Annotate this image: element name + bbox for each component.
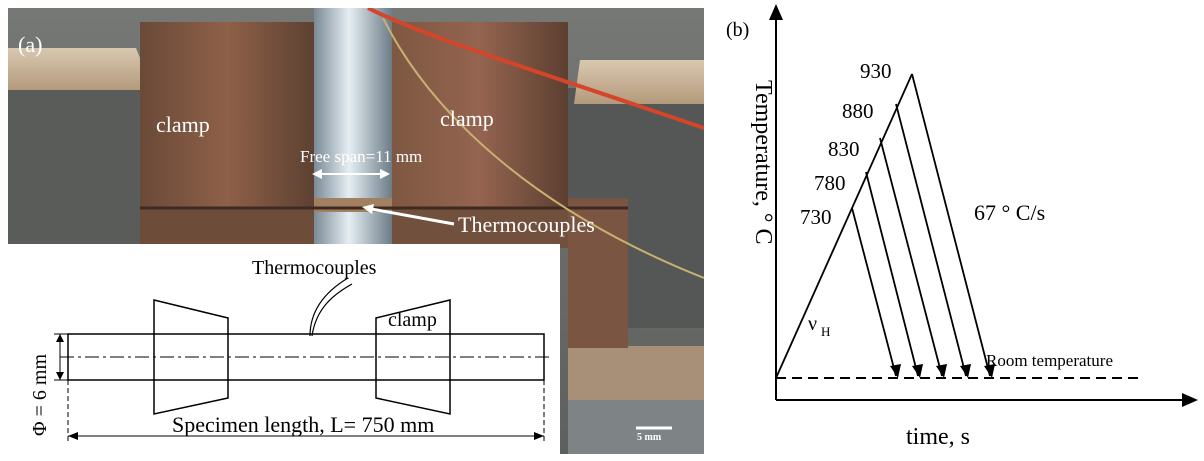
schematic-left-clamp bbox=[153, 299, 229, 415]
svg-text:5 mm: 5 mm bbox=[637, 432, 662, 443]
cooling-rate-label: 67 ° C/s bbox=[974, 200, 1045, 225]
length-dimension bbox=[67, 380, 545, 444]
cooling-line-780 bbox=[865, 171, 923, 378]
photo-thermocouples-label: Thermocouples bbox=[458, 212, 595, 237]
peak-label-730: 730 bbox=[800, 205, 832, 229]
bottom-right-plate bbox=[568, 346, 704, 400]
specimen-length-label: Specimen length, L= 750 mm bbox=[172, 412, 434, 437]
schematic-clamp-label: clamp bbox=[388, 309, 437, 331]
peak-label-830: 830 bbox=[828, 137, 860, 161]
cooling-line-830 bbox=[879, 137, 947, 378]
x-axis bbox=[776, 393, 1198, 407]
red-wire bbox=[367, 8, 704, 130]
schematic-thermocouples-label: Thermocouples bbox=[252, 257, 377, 279]
heating-rate-label: ν H bbox=[808, 313, 830, 339]
diameter-dimension bbox=[54, 333, 72, 381]
x-axis-label: time, s bbox=[906, 424, 970, 450]
top-left-plate bbox=[8, 48, 144, 90]
y-axis bbox=[769, 4, 783, 400]
y-axis-label: Temperature, ° C bbox=[750, 80, 776, 245]
schematic-right-clamp bbox=[375, 299, 451, 415]
thermocouple-wire-1 bbox=[309, 277, 349, 337]
scale-bar: 5 mm bbox=[636, 426, 672, 443]
schematic-inset: Thermocouples clamp Φ = 6 mm Specimen le bbox=[8, 244, 560, 454]
right-clamp-extension bbox=[568, 198, 628, 348]
yellow-wire bbox=[382, 17, 704, 279]
panel-b-label: (b) bbox=[726, 19, 749, 41]
schematic-background bbox=[8, 244, 560, 454]
thermocouple-wire-2 bbox=[311, 283, 353, 337]
photo-clamp-left-label: clamp bbox=[156, 112, 210, 137]
peak-label-880: 880 bbox=[842, 99, 874, 123]
svg-text:ν: ν bbox=[808, 313, 817, 335]
right-clamp-lower bbox=[392, 208, 568, 248]
svg-text:H: H bbox=[821, 324, 830, 339]
peak-label-780: 780 bbox=[814, 171, 846, 195]
left-clamp-block bbox=[140, 22, 314, 208]
free-span-label: Free span=11 mm bbox=[300, 147, 422, 166]
left-stone-block bbox=[8, 88, 148, 268]
left-clamp-lower bbox=[140, 208, 314, 248]
panel-b: (b) Temperature, ° C time, s Room temper… bbox=[712, 0, 1204, 456]
top-right-plate bbox=[574, 60, 704, 104]
cooling-line-930 bbox=[911, 73, 995, 378]
thermocouple-pointer bbox=[365, 206, 455, 226]
cooling-line-880 bbox=[895, 103, 971, 378]
room-temperature-label: Room temperature bbox=[986, 351, 1113, 370]
photo-schematic-figure: (a) clamp clamp Free span=11 mm Thermoco… bbox=[8, 8, 704, 454]
photo-clamp-right-label: clamp bbox=[440, 106, 494, 131]
cooling-line-730 bbox=[851, 207, 901, 378]
peak-label-930: 930 bbox=[860, 59, 892, 83]
thermal-cycle-diagram: (b) Temperature, ° C time, s Room temper… bbox=[726, 4, 1198, 450]
heating-ramp bbox=[775, 73, 913, 379]
diameter-label: Φ = 6 mm bbox=[29, 354, 51, 436]
free-span-arrow bbox=[312, 169, 390, 179]
panel-a: (a) clamp clamp Free span=11 mm Thermoco… bbox=[8, 8, 704, 454]
panel-a-label: (a) bbox=[18, 32, 42, 57]
thermocouple-pointer-head bbox=[362, 204, 374, 214]
